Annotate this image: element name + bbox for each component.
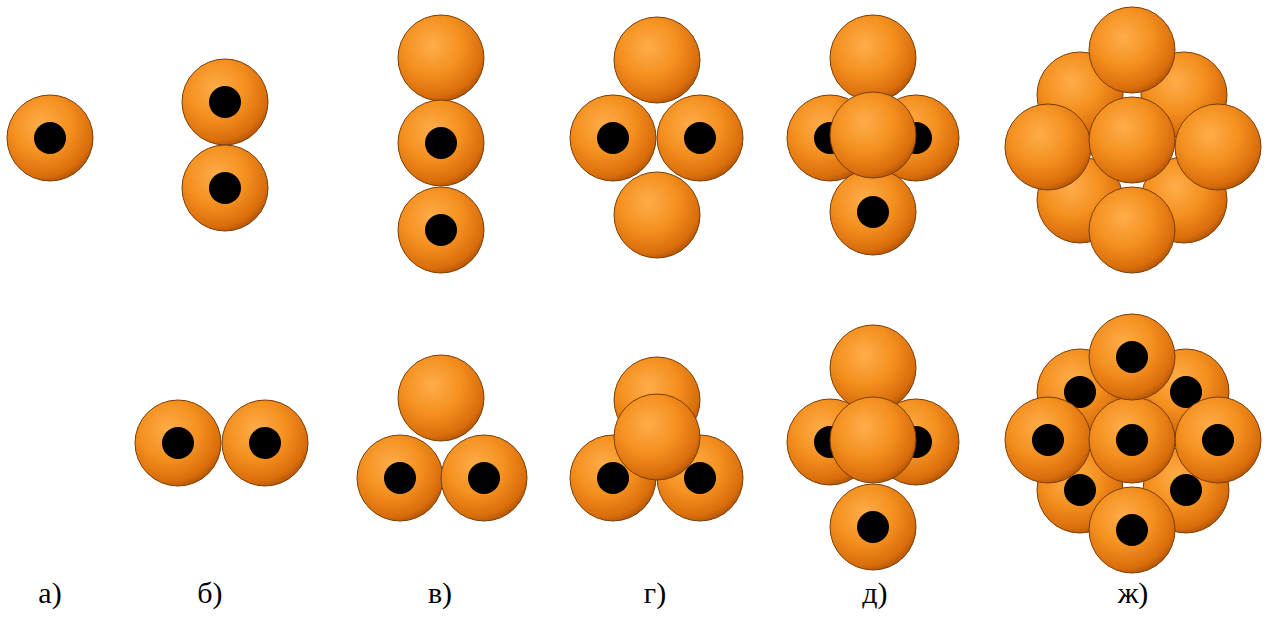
sphere bbox=[1089, 97, 1175, 183]
sphere bbox=[830, 92, 916, 178]
sphere-dot bbox=[441, 435, 527, 521]
sphere bbox=[614, 172, 700, 258]
sphere bbox=[1175, 104, 1261, 190]
sphere-dot bbox=[182, 59, 268, 145]
sphere bbox=[830, 15, 916, 101]
figure-label: а) bbox=[38, 576, 61, 609]
sphere-dot bbox=[7, 95, 93, 181]
sphere bbox=[398, 15, 484, 101]
sphere bbox=[614, 394, 700, 480]
sphere-dot bbox=[830, 484, 916, 570]
sphere-dot bbox=[657, 95, 743, 181]
figure-label: б) bbox=[197, 576, 222, 609]
sphere-dot bbox=[1089, 397, 1175, 483]
sphere-dot bbox=[570, 95, 656, 181]
figure-label: ж) bbox=[1118, 576, 1149, 609]
sphere-dot bbox=[135, 400, 221, 486]
sphere-dot bbox=[1089, 314, 1175, 400]
sphere-dot bbox=[1005, 397, 1091, 483]
sphere-dot bbox=[1089, 487, 1175, 573]
sphere bbox=[830, 397, 916, 483]
sphere-dot bbox=[830, 169, 916, 255]
sphere bbox=[614, 17, 700, 103]
sphere-dot bbox=[1175, 397, 1261, 483]
sphere bbox=[1089, 7, 1175, 93]
sphere-dot bbox=[222, 400, 308, 486]
sphere-dot bbox=[398, 100, 484, 186]
figure-label: д) bbox=[862, 576, 887, 609]
sphere-dot bbox=[398, 187, 484, 273]
figure-label: г) bbox=[644, 576, 666, 609]
sphere-dot bbox=[357, 435, 443, 521]
sphere bbox=[1089, 187, 1175, 273]
sphere-dot bbox=[182, 145, 268, 231]
sphere bbox=[1005, 104, 1091, 190]
figure-label: в) bbox=[428, 576, 452, 609]
sphere bbox=[398, 355, 484, 441]
